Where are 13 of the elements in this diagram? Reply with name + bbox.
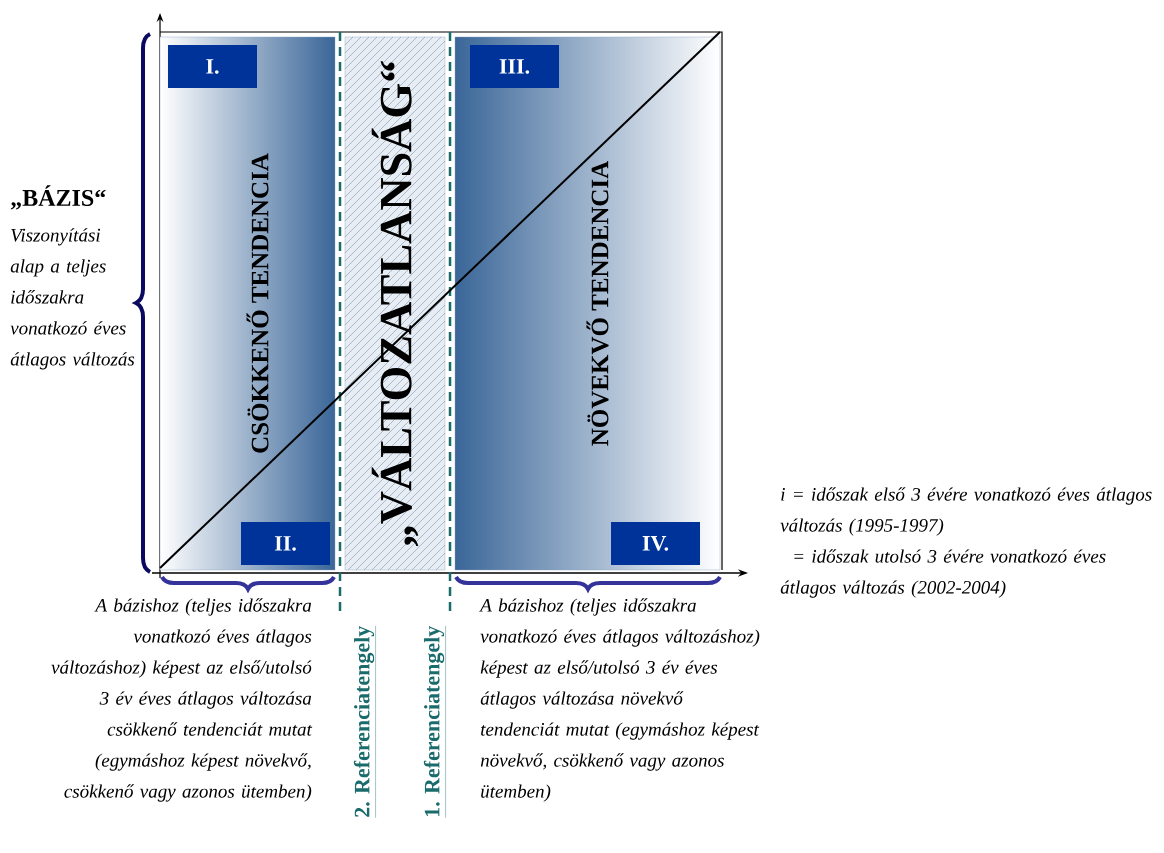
description-text: A bázishoz (teljes időszakra vonatkozó éves átlagos változáshoz) képest az első/utolsó 3 év éves átlagos változása csökkenő tendenciát mutat (egymáshoz képest növekvő, csökkenő vagy azonos ütemben) <box>51 598 313 802</box>
description-text: A bázishoz (teljes időszakra vonatkozó éves átlagos változáshoz) képest az első/utolsó 3 év éves átlagos változása növekvő tendenciát mutat (egymáshoz képest növekvő, csökkenő vagy azonos ütemben) <box>479 598 760 802</box>
numbered-box: III. <box>470 45 559 88</box>
band: „VÁLTOZATLANSÁG“ <box>344 36 446 571</box>
numbered-box: I. <box>168 45 257 88</box>
numbered-box: IV. <box>611 522 700 565</box>
numbered-box: II. <box>241 522 330 565</box>
axis-label: 2. Referenciatengely <box>353 625 376 818</box>
note-text: = időszak utolsó 3 évére vonatkozó éves átlagos változás (2002-2004) <box>780 549 1106 598</box>
axis-label: 1. Referenciatengely <box>423 625 446 818</box>
description-text: Viszonyítási alap a teljes időszakra vonatkozó éves átlagos változás <box>10 228 135 370</box>
heading: „BÁZIS“ <box>10 185 106 210</box>
note-text: i = időszak első 3 évére vonatkozó éves átlagos változás (1995-1997) <box>780 487 1152 536</box>
